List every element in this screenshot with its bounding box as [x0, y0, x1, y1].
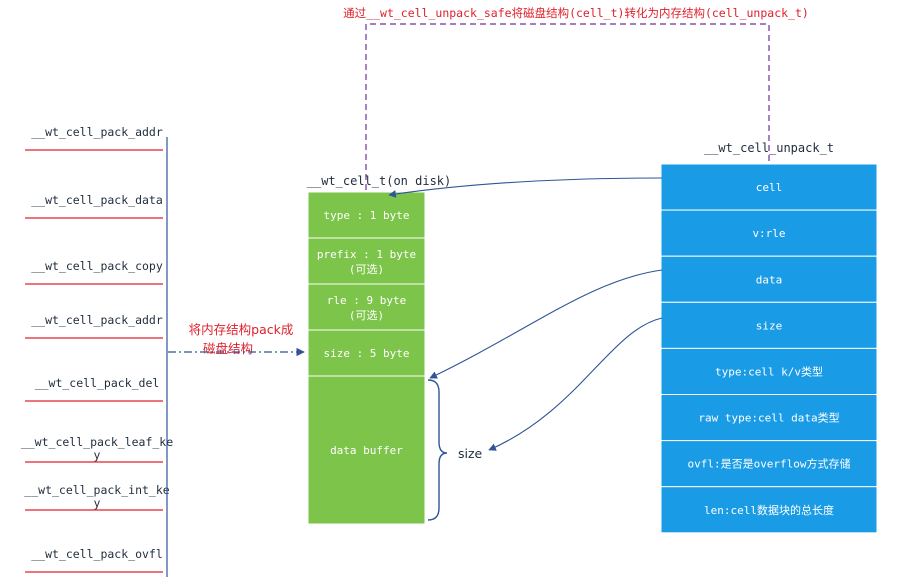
- function-label-continuation: y: [94, 496, 101, 510]
- data-buffer-brace: [427, 379, 448, 521]
- function-label: __wt_cell_pack_copy: [31, 259, 163, 273]
- unpack-field: [660, 209, 878, 257]
- cell-t-field: [307, 191, 426, 239]
- unpack-field-label: len:cell数据块的总长度: [704, 503, 834, 517]
- data-to-buffer-arrow: [429, 269, 663, 379]
- cell-t-field: [307, 375, 426, 525]
- cell-t-field-note: (可选): [349, 309, 384, 322]
- function-label: __wt_cell_pack_ovfl: [31, 547, 163, 561]
- cell-t-field-label: rle : 9 byte: [327, 294, 406, 307]
- unpack-field-label: raw type:cell data类型: [698, 411, 839, 425]
- conversion-connector: [365, 23, 770, 190]
- unpack-title: __wt_cell_unpack_t: [704, 141, 834, 155]
- function-label-continuation: y: [94, 448, 101, 462]
- pack-function-list: __wt_cell_pack_addr __wt_cell_pack_data __…: [21, 125, 173, 573]
- cell-t-field-label: type : 1 byte: [323, 209, 409, 222]
- function-label: __wt_cell_pack_addr: [31, 313, 163, 327]
- cell-t-field-note: (可选): [349, 263, 384, 276]
- pack-label-line2: 磁盘结构: [203, 341, 253, 356]
- cell-t-field: [307, 237, 426, 285]
- unpack-field-label: v:rle: [752, 227, 785, 240]
- unpack-block: cell v:rle data size type:cell k/v类型 raw type…: [660, 163, 878, 534]
- function-label: __wt_cell_pack_addr: [31, 125, 163, 139]
- unpack-field: [660, 255, 878, 303]
- cell-t-title: __wt_cell_t(on disk): [307, 174, 452, 188]
- unpack-field-label: ovfl:是否是overflow方式存储: [687, 457, 850, 471]
- pack-label-line1: 将内存结构pack成: [189, 322, 294, 337]
- unpack-field: [660, 440, 878, 488]
- cell-t-field: [307, 283, 426, 331]
- unpack-field: [660, 394, 878, 442]
- unpack-field-label: cell: [756, 181, 783, 194]
- brace-size-label: size: [458, 446, 483, 461]
- cell-t-field-label: prefix : 1 byte: [317, 248, 416, 261]
- function-label: __wt_cell_pack_del: [35, 376, 160, 390]
- size-to-brace-arrow: [488, 317, 663, 451]
- unpack-field: [660, 486, 878, 534]
- cell-t-field-label: data buffer: [330, 444, 403, 457]
- function-label: __wt_cell_pack_data: [31, 193, 163, 207]
- cell-t-block: type : 1 byte prefix : 1 byte (可选) rle : 9 …: [307, 191, 426, 525]
- unpack-field-label: type:cell k/v类型: [715, 364, 823, 378]
- cell-t-field: [307, 329, 426, 377]
- function-label: __wt_cell_pack_int_ke: [24, 483, 169, 497]
- top-title: 通过__wt_cell_unpack_safe将磁盘结构(cell_t)转化为内…: [343, 6, 809, 20]
- unpack-field: [660, 301, 878, 349]
- unpack-field-label: size: [756, 319, 783, 332]
- unpack-field: [660, 163, 878, 211]
- cell-to-cell-t-arrow: [388, 177, 663, 198]
- unpack-field-label: data: [756, 273, 783, 286]
- cell-t-field-label: size : 5 byte: [323, 347, 409, 360]
- function-label: __wt_cell_pack_leaf_ke: [21, 435, 173, 449]
